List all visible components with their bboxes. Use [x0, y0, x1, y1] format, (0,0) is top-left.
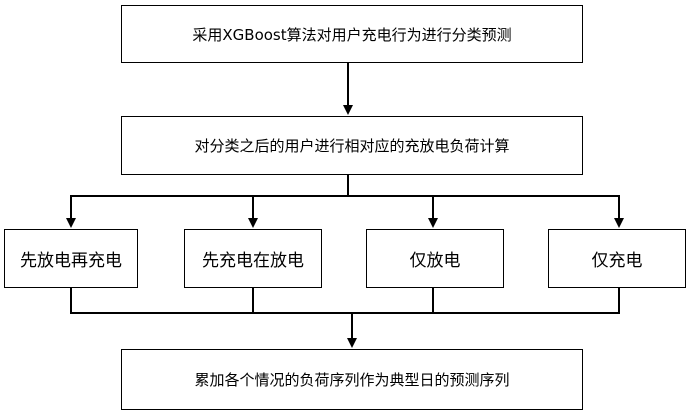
merge-arrowhead — [347, 338, 357, 348]
merge-rise-3 — [432, 288, 434, 313]
merge-bar — [70, 312, 620, 314]
category-box-charge-then-discharge: 先充电在放电 — [184, 229, 322, 288]
step-load-calc-box: 对分类之后的用户进行相对应的充放电负荷计算 — [121, 116, 583, 175]
split-arrowhead-3 — [428, 218, 438, 228]
category-box-discharge-only: 仅放电 — [366, 229, 504, 288]
merge-rise-2 — [252, 288, 254, 313]
split-bar — [70, 195, 620, 197]
category-label: 先充电在放电 — [202, 251, 304, 271]
category-label: 仅放电 — [409, 251, 461, 271]
step-classify-box: 采用XGBoost算法对用户充电行为进行分类预测 — [121, 5, 583, 63]
split-drop-1 — [70, 195, 72, 218]
split-arrowhead-1 — [66, 218, 76, 228]
merge-rise-1 — [70, 288, 72, 313]
step-aggregate-box: 累加各个情况的负荷序列作为典型日的预测序列 — [121, 349, 583, 410]
category-label: 仅充电 — [591, 251, 643, 271]
split-drop-4 — [618, 195, 620, 218]
split-arrowhead-2 — [248, 218, 258, 228]
category-box-charge-only: 仅充电 — [548, 229, 686, 288]
merge-stem — [351, 312, 353, 338]
step-load-calc-label: 对分类之后的用户进行相对应的充放电负荷计算 — [194, 137, 510, 155]
split-arrowhead-4 — [614, 218, 624, 228]
split-drop-3 — [432, 195, 434, 218]
category-label: 先放电再充电 — [20, 251, 122, 271]
arrowhead-1-2 — [343, 105, 353, 115]
merge-rise-4 — [618, 288, 620, 313]
split-drop-2 — [252, 195, 254, 218]
connector-1-2 — [347, 63, 349, 105]
step-classify-label: 采用XGBoost算法对用户充电行为进行分类预测 — [192, 25, 512, 44]
step-aggregate-label: 累加各个情况的负荷序列作为典型日的预测序列 — [194, 371, 510, 389]
category-box-discharge-then-charge: 先放电再充电 — [4, 229, 138, 288]
split-stem — [347, 175, 349, 196]
